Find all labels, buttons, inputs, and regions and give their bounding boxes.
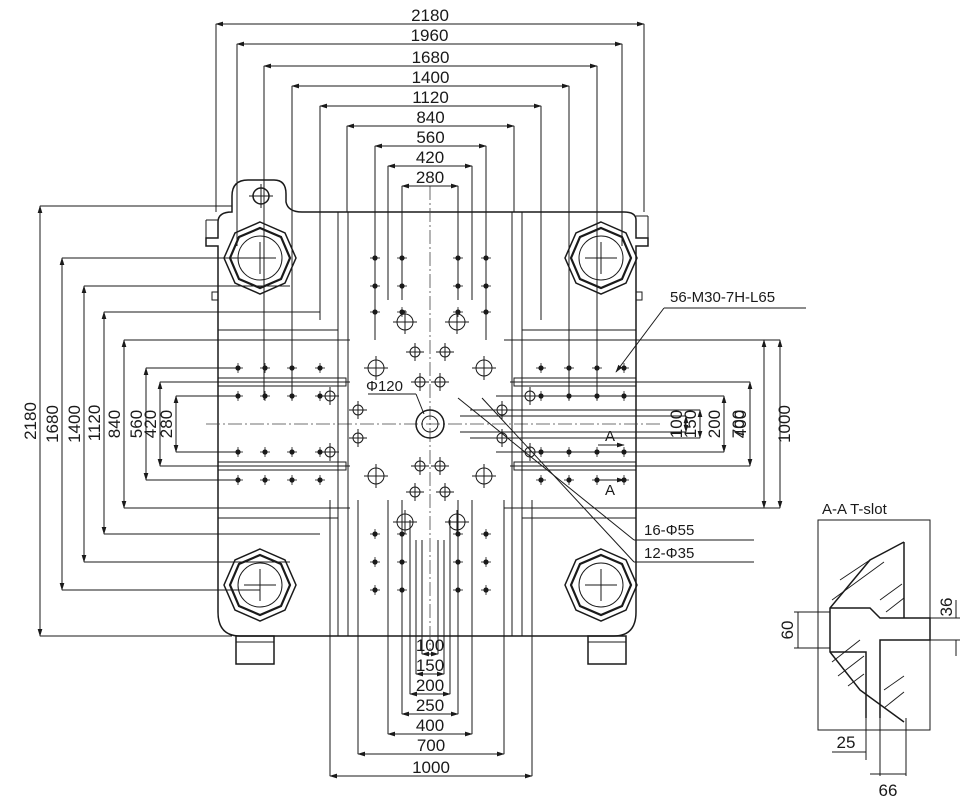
holes-35-label: 12-Φ35 — [644, 545, 694, 562]
tslot-dim-60: 60 — [778, 621, 797, 640]
bolt-hole — [364, 464, 388, 488]
holes-55-label: 16-Φ55 — [644, 522, 694, 539]
t-slots — [217, 211, 637, 637]
bolt-hole — [349, 429, 367, 447]
section-mark-upper: A — [605, 428, 615, 445]
tapped-holes-label: 56-M30-7H-L65 — [670, 289, 775, 306]
center-hole-label: Φ120 — [366, 378, 403, 395]
left-dim-1400: 1400 — [65, 405, 84, 443]
tslot-title: A-A T-slot — [822, 501, 888, 518]
right-dim-150: 150 — [681, 410, 700, 438]
left-dim-1120: 1120 — [85, 405, 104, 442]
section-mark-lower: A — [605, 482, 615, 499]
bolt-hole — [406, 343, 424, 361]
bottom-dim-200: 200 — [416, 676, 444, 695]
top-dim-1960: 1960 — [411, 26, 449, 45]
left-dim-280: 280 — [157, 410, 176, 438]
right-dim-700: 700 — [729, 410, 748, 438]
bolt-hole — [411, 373, 429, 391]
tslot-dim-25: 25 — [837, 733, 856, 752]
left-dim-560: 560 — [127, 410, 146, 438]
top-dim-280: 280 — [416, 168, 444, 187]
bottom-dim-150: 150 — [416, 656, 444, 675]
bolt-hole — [436, 343, 454, 361]
left-dim-2180: 2180 — [21, 402, 40, 440]
top-dim-560: 560 — [416, 128, 444, 147]
top-dim-1400: 1400 — [412, 68, 450, 87]
tslot-section: A-A T-slot 36 60 25 66 — [778, 501, 960, 800]
bolt-hole — [364, 356, 388, 380]
top-dim-840: 840 — [416, 108, 444, 127]
center-hole-120 — [415, 409, 445, 439]
bolt-hole — [445, 310, 469, 334]
bottom-dim-250: 250 — [416, 696, 444, 715]
bolt-hole — [406, 483, 424, 501]
right-dim-200: 200 — [705, 410, 724, 438]
bolt-hole — [445, 510, 469, 534]
bolt-hole — [411, 457, 429, 475]
bottom-dim-100: 100 — [416, 636, 444, 655]
platen-outline — [205, 179, 660, 665]
tslot-dim-66: 66 — [879, 781, 898, 800]
callouts: 56-M30-7H-L65 Φ120 16-Φ55 12-Φ35 A A — [366, 289, 806, 563]
right-dim-400: 400 — [731, 410, 750, 438]
bottom-dim-400: 400 — [416, 716, 444, 735]
right-dim-1000: 1000 — [775, 405, 794, 443]
bottom-dim-1000: 1000 — [412, 758, 450, 777]
bolt-hole — [393, 310, 417, 334]
tie-bar-bushings — [223, 221, 638, 622]
bolt-hole — [393, 510, 417, 534]
bolt-hole — [431, 457, 449, 475]
tie-bar-bl — [223, 548, 297, 622]
bolt-hole — [321, 387, 339, 405]
left-dim-840: 840 — [105, 410, 124, 438]
tslot-dim-36: 36 — [937, 598, 956, 617]
bolt-hole — [472, 464, 496, 488]
left-dim-1680: 1680 — [43, 405, 62, 443]
left-dim-420: 420 — [141, 410, 160, 438]
bolt-hole — [472, 356, 496, 380]
top-dim-1120: 1120 — [412, 88, 449, 107]
bolt-hole — [321, 443, 339, 461]
bottom-dim-700: 700 — [417, 736, 445, 755]
tie-bar-tr — [564, 221, 638, 295]
bolt-hole — [431, 373, 449, 391]
tie-bar-br — [564, 548, 638, 622]
right-dim-100: 100 — [667, 410, 686, 438]
top-dim-2180: 2180 — [411, 6, 449, 25]
bolt-hole — [436, 483, 454, 501]
top-dim-420: 420 — [416, 148, 444, 167]
top-dim-1680: 1680 — [412, 48, 450, 67]
bolt-hole — [349, 401, 367, 419]
